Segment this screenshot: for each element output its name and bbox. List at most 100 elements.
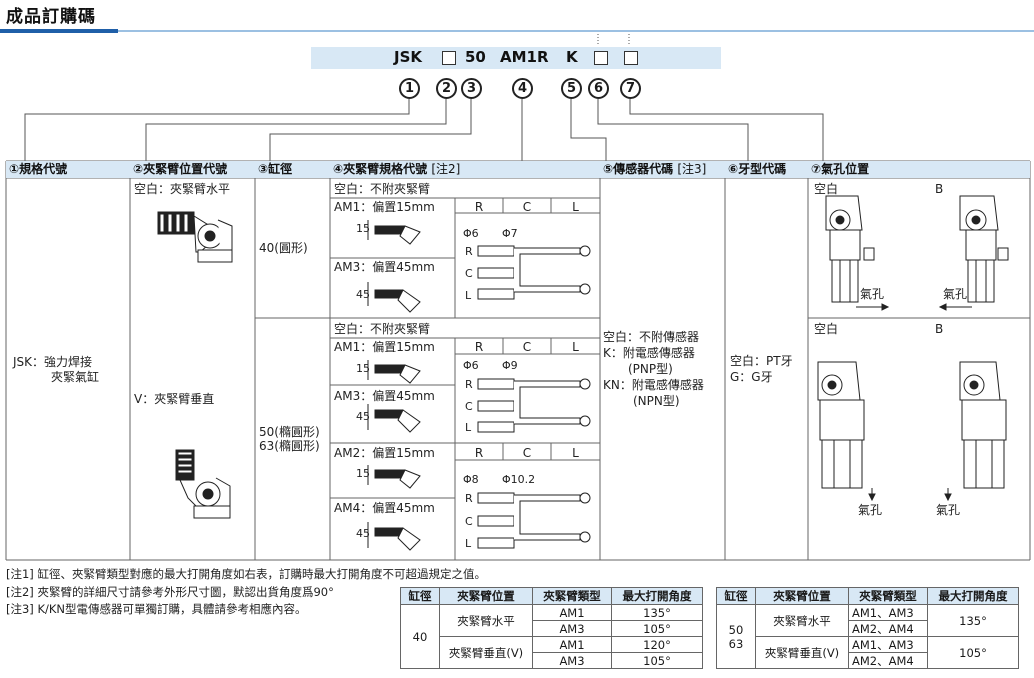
note-3: [注3] K/KN型電傳感器可單獨訂購，具體請參考相應內容。 [6, 602, 307, 616]
bore-50: 50 [728, 622, 744, 637]
port-label-d: 氣孔 [936, 503, 961, 517]
sensor-k-type: (PNP型) [628, 362, 673, 376]
arm-none-40: 空白：不附夾緊臂 [334, 182, 431, 196]
code-number-4: 4 [512, 78, 533, 99]
arm-position-horizontal: 空白：夾緊臂水平 [134, 182, 231, 196]
header-arm-spec: ④夾緊臂規格代號 [注2] [330, 161, 600, 178]
fork-c-3: C [465, 515, 473, 528]
sensor-blank: 空白：不附傳感器 [603, 330, 700, 344]
port-label-a: 氣孔 [860, 287, 885, 301]
type-cell: AM1、AM3 [848, 604, 928, 621]
type-cell: AM1 [532, 636, 612, 653]
type-cell: AM2、AM4 [848, 652, 928, 669]
bore-cell: 40 [400, 604, 440, 669]
header-arm-position: ②夾緊臂位置代號 [130, 161, 255, 178]
phi-c1: Φ8 [463, 473, 479, 486]
title-underline [0, 29, 118, 33]
angle-table-40: 缸徑 夾緊臂位置 夾緊臂類型 最大打開角度 40 夾緊臂水平 AM1 135° … [400, 587, 703, 669]
col-angle: 最大打開角度 [611, 587, 703, 605]
fork-c-1: C [465, 267, 473, 280]
fork-c-2: C [465, 400, 473, 413]
thread-pt: 空白：PT牙 [730, 354, 793, 368]
spec-code-jsk: JSK：強力焊接 [13, 355, 93, 369]
angle-cell: 105° [611, 620, 703, 637]
col-type: 夾緊臂類型 [532, 587, 612, 605]
position-cell: 夾緊臂水平 [755, 604, 849, 637]
rcl-l-1: L [572, 200, 579, 214]
dim-45-a: 45 [356, 288, 370, 301]
sensor-kn-type: (NPN型) [633, 394, 680, 408]
rcl-c-2: C [522, 340, 532, 354]
arm-am3-50: AM3：偏置45mm [334, 389, 435, 403]
fork-l-1: L [465, 289, 472, 302]
code-number-6: 6 [588, 78, 609, 99]
port-b-40: B [935, 182, 944, 196]
angle-cell: 105° [927, 636, 1019, 669]
position-cell: 夾緊臂水平 [439, 604, 533, 637]
type-cell: AM1、AM3 [848, 636, 928, 653]
col-bore: 缸徑 [716, 587, 756, 605]
bore-40: 40(圓形) [259, 241, 308, 255]
title-rule [118, 30, 1034, 32]
angle-cell: 105° [611, 652, 703, 669]
spec-code-desc: 夾緊氣缸 [51, 370, 100, 384]
phi-b1: Φ6 [463, 359, 479, 372]
dim-15-c: 15 [356, 467, 370, 480]
rcl-c-1: C [522, 200, 532, 214]
note-2: [注2] 夾緊臂的詳細尺寸請參考外形尺寸圖，默認出貨角度爲90° [6, 585, 334, 599]
arm-position-vertical: V：夾緊臂垂直 [134, 392, 215, 406]
fork-r-3: R [465, 492, 473, 505]
header-sensor: ⑤傳感器代碼 [注3] [600, 161, 725, 178]
col-bore: 缸徑 [400, 587, 440, 605]
rcl-c-3: C [522, 446, 532, 460]
phi-c2: Φ10.2 [502, 473, 536, 486]
rcl-r-2: R [474, 340, 484, 354]
header-spec-code: ①規格代號 [6, 161, 130, 178]
phi-a1: Φ6 [463, 227, 479, 240]
phi-b2: Φ9 [502, 359, 518, 372]
angle-cell: 135° [611, 604, 703, 621]
arm-am1-50: AM1：偏置15mm [334, 340, 435, 354]
arm-am4: AM4：偏置45mm [334, 501, 435, 515]
rcl-r-3: R [474, 446, 484, 460]
code-sensor: K [566, 48, 578, 66]
code-box-port [624, 51, 638, 65]
code-box-position [442, 51, 456, 65]
header-port-position: ⑦氣孔位置 [808, 161, 1030, 178]
page-title: 成品訂購碼 [6, 7, 96, 27]
code-number-7: 7 [620, 78, 641, 99]
sensor-kn: KN：附電感傳感器 [603, 378, 704, 392]
fork-r-2: R [465, 378, 473, 391]
order-code-bar [311, 47, 721, 69]
fork-l-2: L [465, 421, 472, 434]
code-bore: 50 [465, 48, 486, 66]
phi-a2: Φ7 [502, 227, 518, 240]
bore-63: 63(橢圓形) [259, 439, 320, 453]
port-label-b: 氣孔 [943, 287, 968, 301]
bore-63: 63 [728, 636, 744, 651]
rcl-l-3: L [572, 446, 579, 460]
sensor-k: K：附電感傳感器 [603, 346, 695, 360]
type-cell: AM2、AM4 [848, 620, 928, 637]
bore-50: 50(橢圓形) [259, 425, 320, 439]
rcl-r-1: R [474, 200, 484, 214]
type-cell: AM3 [532, 652, 612, 669]
note-1: [注1] 缸徑、夾緊臂類型對應的最大打開角度如右表，訂購時最大打開角度不可超過規… [6, 567, 486, 581]
port-blank-50: 空白 [814, 322, 839, 336]
fork-r-1: R [465, 245, 473, 258]
arm-am1-40: AM1：偏置15mm [334, 200, 435, 214]
code-number-3: 3 [461, 78, 482, 99]
arm-none-50: 空白：不附夾緊臂 [334, 322, 431, 336]
code-series: JSK [394, 48, 423, 66]
code-number-1: 1 [399, 78, 420, 99]
port-blank-40: 空白 [814, 182, 839, 196]
col-position: 夾緊臂位置 [439, 587, 533, 605]
angle-cell: 135° [927, 604, 1019, 637]
fork-l-3: L [465, 537, 472, 550]
col-position: 夾緊臂位置 [755, 587, 849, 605]
col-angle: 最大打開角度 [927, 587, 1019, 605]
col-type: 夾緊臂類型 [848, 587, 928, 605]
header-bore: ③缸徑 [255, 161, 330, 178]
